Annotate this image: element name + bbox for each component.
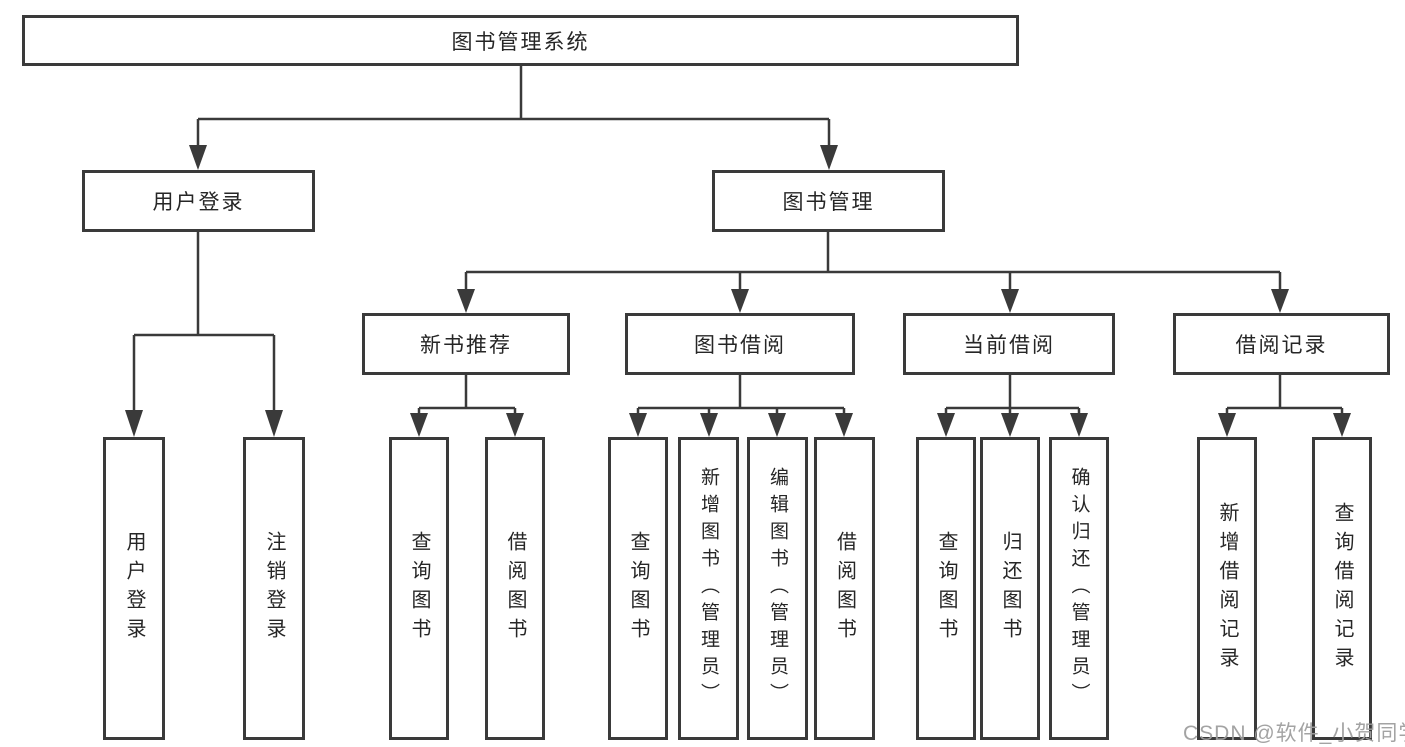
node-label: 归还图书 bbox=[999, 530, 1021, 647]
leaf-user-login: 用户登录 bbox=[103, 437, 165, 740]
leaf-confirm-return-admin: 确认归还（管理员） bbox=[1049, 437, 1109, 740]
node-book-borrowing: 图书借阅 bbox=[625, 313, 855, 375]
node-label: 借阅记录 bbox=[1235, 334, 1328, 357]
node-label: 借阅图书 bbox=[504, 530, 526, 647]
leaf-borrow-books-newbranch: 借阅图书 bbox=[485, 437, 545, 740]
node-library-system: 图书管理系统 bbox=[22, 15, 1019, 66]
node-label: 查询借阅记录 bbox=[1331, 501, 1353, 676]
node-label: 查询图书 bbox=[627, 530, 649, 647]
node-label: 用户登录 bbox=[152, 191, 245, 214]
leaf-borrow-books: 借阅图书 bbox=[814, 437, 875, 740]
node-label: 确认归还（管理员） bbox=[1068, 467, 1090, 710]
node-label: 新书推荐 bbox=[420, 334, 512, 357]
arrowheads bbox=[125, 145, 1351, 437]
node-current-borrowing: 当前借阅 bbox=[903, 313, 1115, 375]
node-label: 查询图书 bbox=[935, 530, 957, 647]
node-label: 图书管理系统 bbox=[451, 30, 590, 54]
leaf-query-books-currentbranch: 查询图书 bbox=[916, 437, 976, 740]
node-label: 查询图书 bbox=[408, 530, 430, 647]
leaf-query-books-newbranch: 查询图书 bbox=[389, 437, 449, 740]
leaf-add-borrow-record: 新增借阅记录 bbox=[1197, 437, 1257, 740]
node-label: 图书借阅 bbox=[694, 334, 786, 357]
node-label: 当前借阅 bbox=[963, 334, 1055, 357]
leaf-return-books: 归还图书 bbox=[980, 437, 1040, 740]
node-book-management: 图书管理 bbox=[712, 170, 945, 232]
node-label: 图书管理 bbox=[782, 191, 875, 214]
node-label: 借阅图书 bbox=[833, 530, 856, 647]
node-user-login: 用户登录 bbox=[82, 170, 315, 232]
node-label: 新增图书（管理员） bbox=[698, 467, 719, 710]
node-borrowing-records: 借阅记录 bbox=[1173, 313, 1390, 375]
node-new-book-recommendation: 新书推荐 bbox=[362, 313, 570, 375]
node-label: 新增借阅记录 bbox=[1216, 501, 1238, 676]
watermark: CSDN @软件_小贺同学 bbox=[1183, 722, 1405, 745]
leaf-query-borrow-record: 查询借阅记录 bbox=[1312, 437, 1372, 740]
leaf-logout: 注销登录 bbox=[243, 437, 305, 740]
leaf-add-books-admin: 新增图书（管理员） bbox=[678, 437, 739, 740]
node-label: 用户登录 bbox=[123, 530, 145, 647]
leaf-edit-books-admin: 编辑图书（管理员） bbox=[747, 437, 808, 740]
node-label: 注销登录 bbox=[263, 530, 285, 647]
leaf-query-books-borrowbranch: 查询图书 bbox=[608, 437, 668, 740]
node-label: 编辑图书（管理员） bbox=[767, 467, 788, 710]
